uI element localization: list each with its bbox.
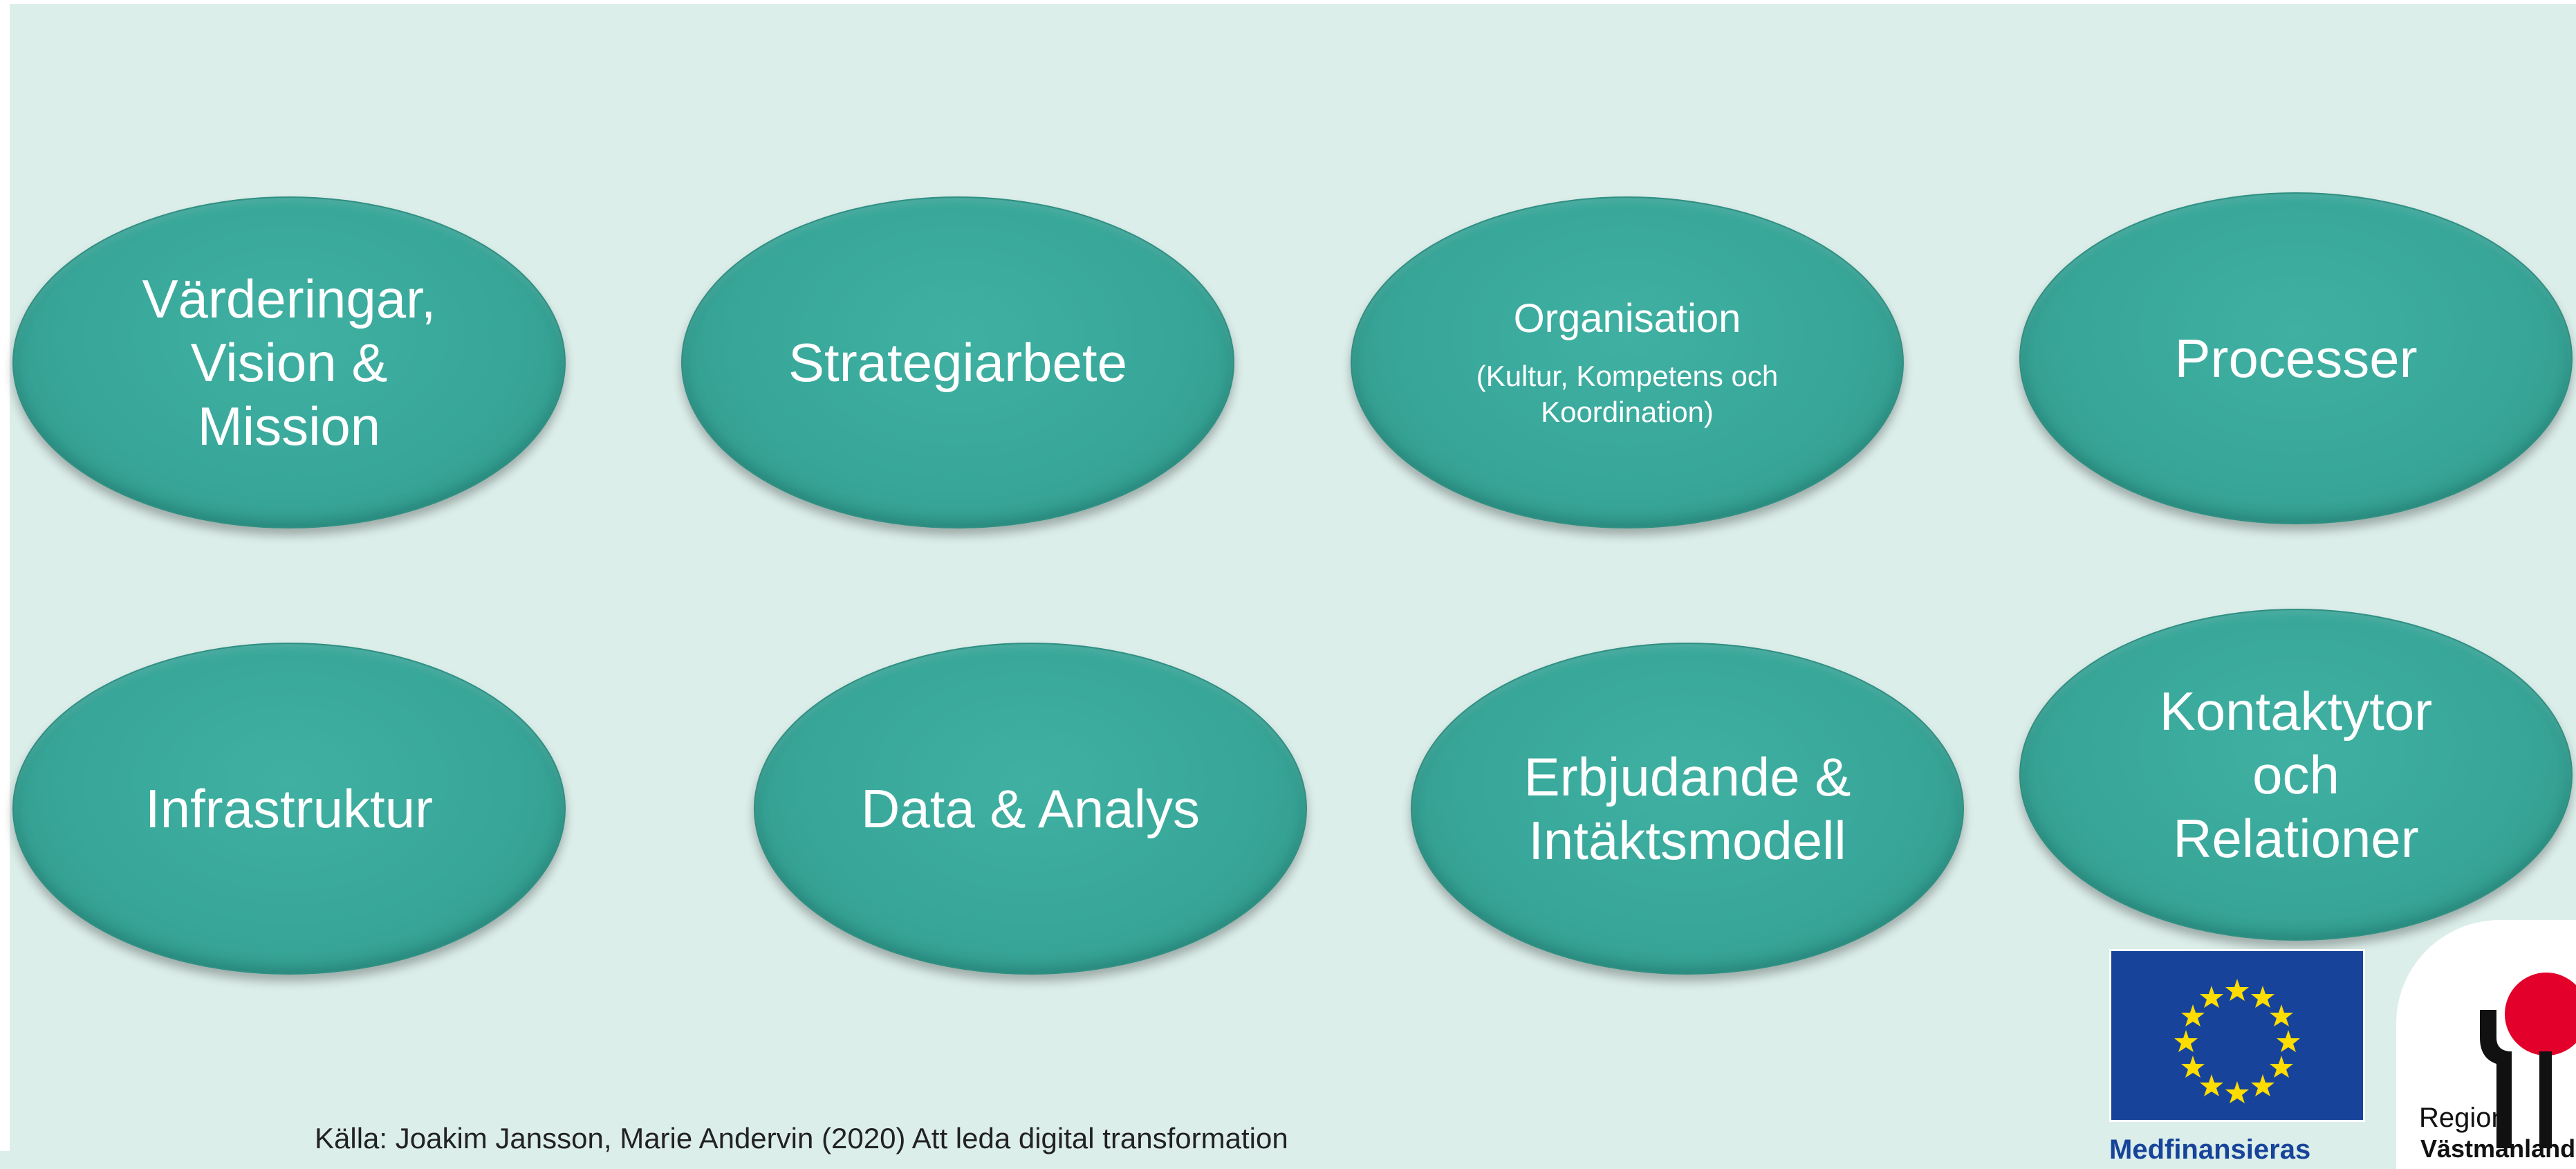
node-organisation: Organisation (Kultur, Kompetens och Koor… [1351, 196, 1904, 528]
left-border [0, 0, 10, 1151]
node-label: Kontaktytor och Relationer [2159, 681, 2433, 869]
region-logo-figure-icon [2480, 1010, 2552, 1148]
node-infrastruktur: Infrastruktur [12, 643, 566, 975]
region-logo-text: Region [2419, 1103, 2507, 1133]
eu-stars-icon [2174, 979, 2300, 1103]
node-label: Data & Analys [861, 778, 1200, 839]
node-erbjudande-intaktsmodell: Erbjudande & Intäktsmodell [1411, 643, 1964, 975]
node-label: Erbjudande & Intäktsmodell [1523, 746, 1851, 871]
node-vardering-vision-mission: Värderingar, Vision & Mission [12, 196, 566, 528]
node-label: Infrastruktur [145, 778, 434, 839]
source-citation: Källa: Joakim Jansson, Marie Andervin (2… [315, 1122, 1288, 1154]
node-label: Organisation [1513, 296, 1741, 341]
node-sublabel: (Kultur, Kompetens och Koordination) [1476, 360, 1779, 428]
region-logo-dot-icon [2505, 973, 2576, 1056]
node-data-analys: Data & Analys [754, 643, 1307, 975]
node-label: Värderingar, Vision & Mission [142, 268, 436, 457]
eu-flag-logo [2109, 949, 2365, 1122]
region-logo-name: Västmanland [2420, 1134, 2576, 1163]
node-label: Processer [2174, 328, 2418, 389]
node-kontaktytor-relationer: Kontaktytor och Relationer [2019, 609, 2573, 941]
node-strategiarbete: Strategiarbete [681, 196, 1234, 528]
node-processer: Processer [2019, 192, 2573, 524]
eu-cofunding-text: Medfinansieras [2109, 1134, 2311, 1165]
node-label: Strategiarbete [788, 332, 1127, 393]
top-border [0, 0, 2576, 4]
